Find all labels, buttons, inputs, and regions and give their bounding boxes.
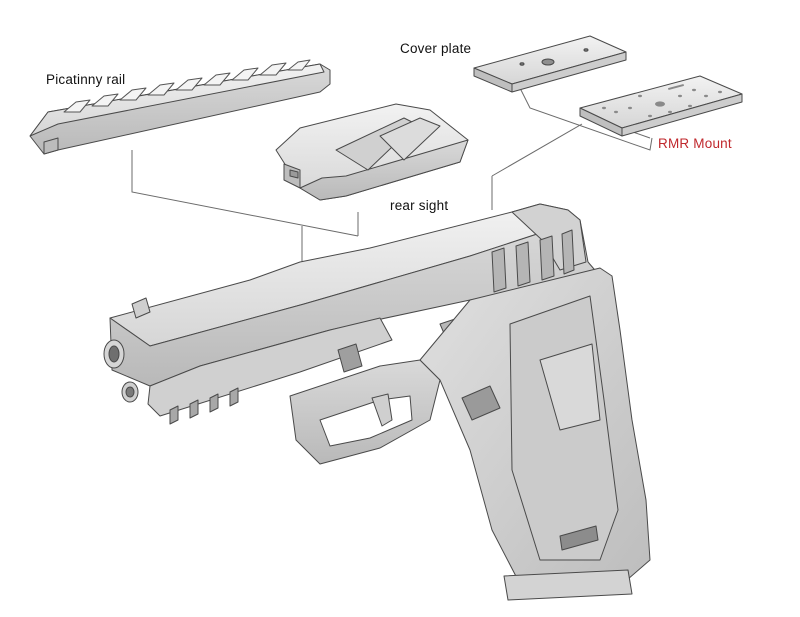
leader-rail xyxy=(131,150,359,237)
cover-plate-icon xyxy=(473,35,627,93)
rear-sight-icon xyxy=(275,103,469,201)
leader-cover xyxy=(517,83,653,151)
label-rear-sight: rear sight xyxy=(390,198,449,213)
rmr-mount-icon xyxy=(579,75,743,137)
label-rmr-mount: RMR Mount xyxy=(658,136,732,151)
label-picatinny-rail: Picatinny rail xyxy=(46,72,126,87)
label-cover-plate: Cover plate xyxy=(400,41,472,56)
picatinny-rail-icon xyxy=(29,59,331,155)
pistol-icon xyxy=(103,203,651,601)
leader-mount-join xyxy=(491,123,583,177)
